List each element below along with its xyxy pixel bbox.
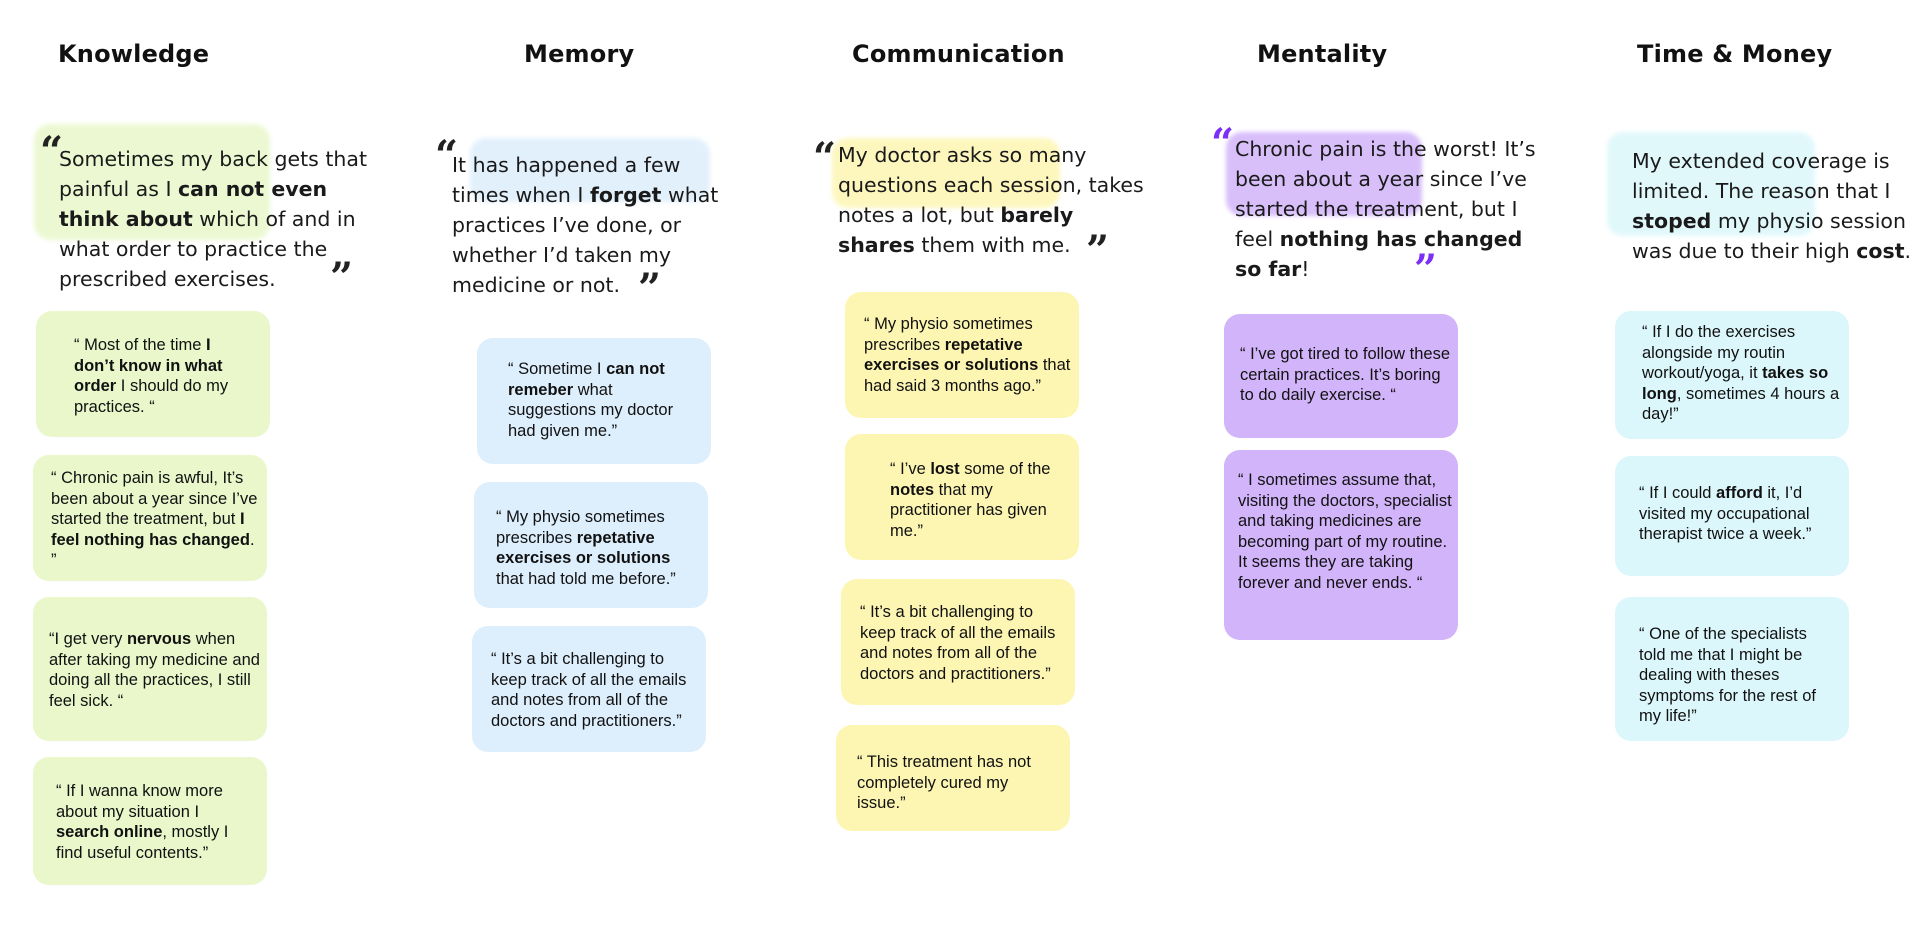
close-quote-mark-memory: ”	[638, 265, 662, 312]
column-title-mentality: Mentality	[1257, 40, 1388, 68]
quote-card: “ This treatment has not completely cure…	[836, 725, 1070, 831]
quote-card: “ It’s a bit challenging to keep track o…	[472, 626, 706, 752]
quote-highlight-time-money	[1607, 132, 1815, 236]
quote-highlight-mentality	[1226, 132, 1422, 216]
quote-card: “ I’ve lost some of the notes that my pr…	[845, 434, 1079, 560]
column-title-time-money: Time & Money	[1637, 40, 1833, 68]
quote-card: “ One of the specialists told me that I …	[1615, 597, 1849, 741]
quote-card: “ Sometime I can not remeber what sugges…	[477, 338, 711, 464]
quote-card: “ If I do the exercises alongside my rou…	[1615, 311, 1849, 439]
quote-card: “ Chronic pain is awful, It’s been about…	[33, 455, 267, 581]
quote-highlight-memory	[470, 138, 710, 202]
quote-card: “ My physio sometimes prescribes repetat…	[474, 482, 708, 608]
column-title-memory: Memory	[524, 40, 635, 68]
quote-card: “ I sometimes assume that, visiting the …	[1224, 450, 1458, 640]
quote-card: “ My physio sometimes prescribes repetat…	[845, 292, 1079, 418]
quote-card: “ It’s a bit challenging to keep track o…	[841, 579, 1075, 705]
quote-card: “ If I could afford it, I’d visited my o…	[1615, 456, 1849, 576]
column-title-knowledge: Knowledge	[58, 40, 210, 68]
close-quote-mark-communication: ”	[1086, 227, 1110, 274]
main-quote-knowledge: Sometimes my back gets that painful as I…	[59, 147, 367, 291]
quote-card: “ If I wanna know more about my situatio…	[33, 757, 267, 885]
quote-card: “ I’ve got tired to follow these certain…	[1224, 314, 1458, 438]
open-quote-mark-communication: “	[813, 134, 837, 181]
quote-highlight-communication	[832, 138, 1060, 208]
quote-highlight-knowledge	[34, 124, 270, 240]
main-quote-mentality: Chronic pain is the worst! It’s been abo…	[1235, 137, 1536, 281]
open-quote-mark-mentality: “	[1211, 120, 1235, 167]
main-quote-time-money: My extended coverage is limited. The rea…	[1632, 149, 1912, 263]
open-quote-mark-memory: “	[435, 132, 459, 179]
open-quote-mark-knowledge: “	[40, 128, 64, 175]
column-title-communication: Communication	[852, 40, 1065, 68]
main-quote-memory: It has happened a few times when I forge…	[452, 153, 719, 297]
main-quote-communication: My doctor asks so many questions each se…	[838, 143, 1144, 257]
close-quote-mark-mentality: ”	[1414, 246, 1438, 293]
quote-card: “ Most of the time I don’t know in what …	[36, 311, 270, 437]
close-quote-mark-knowledge: ”	[330, 254, 354, 301]
quote-card: “I get very nervous when after taking my…	[33, 597, 267, 741]
